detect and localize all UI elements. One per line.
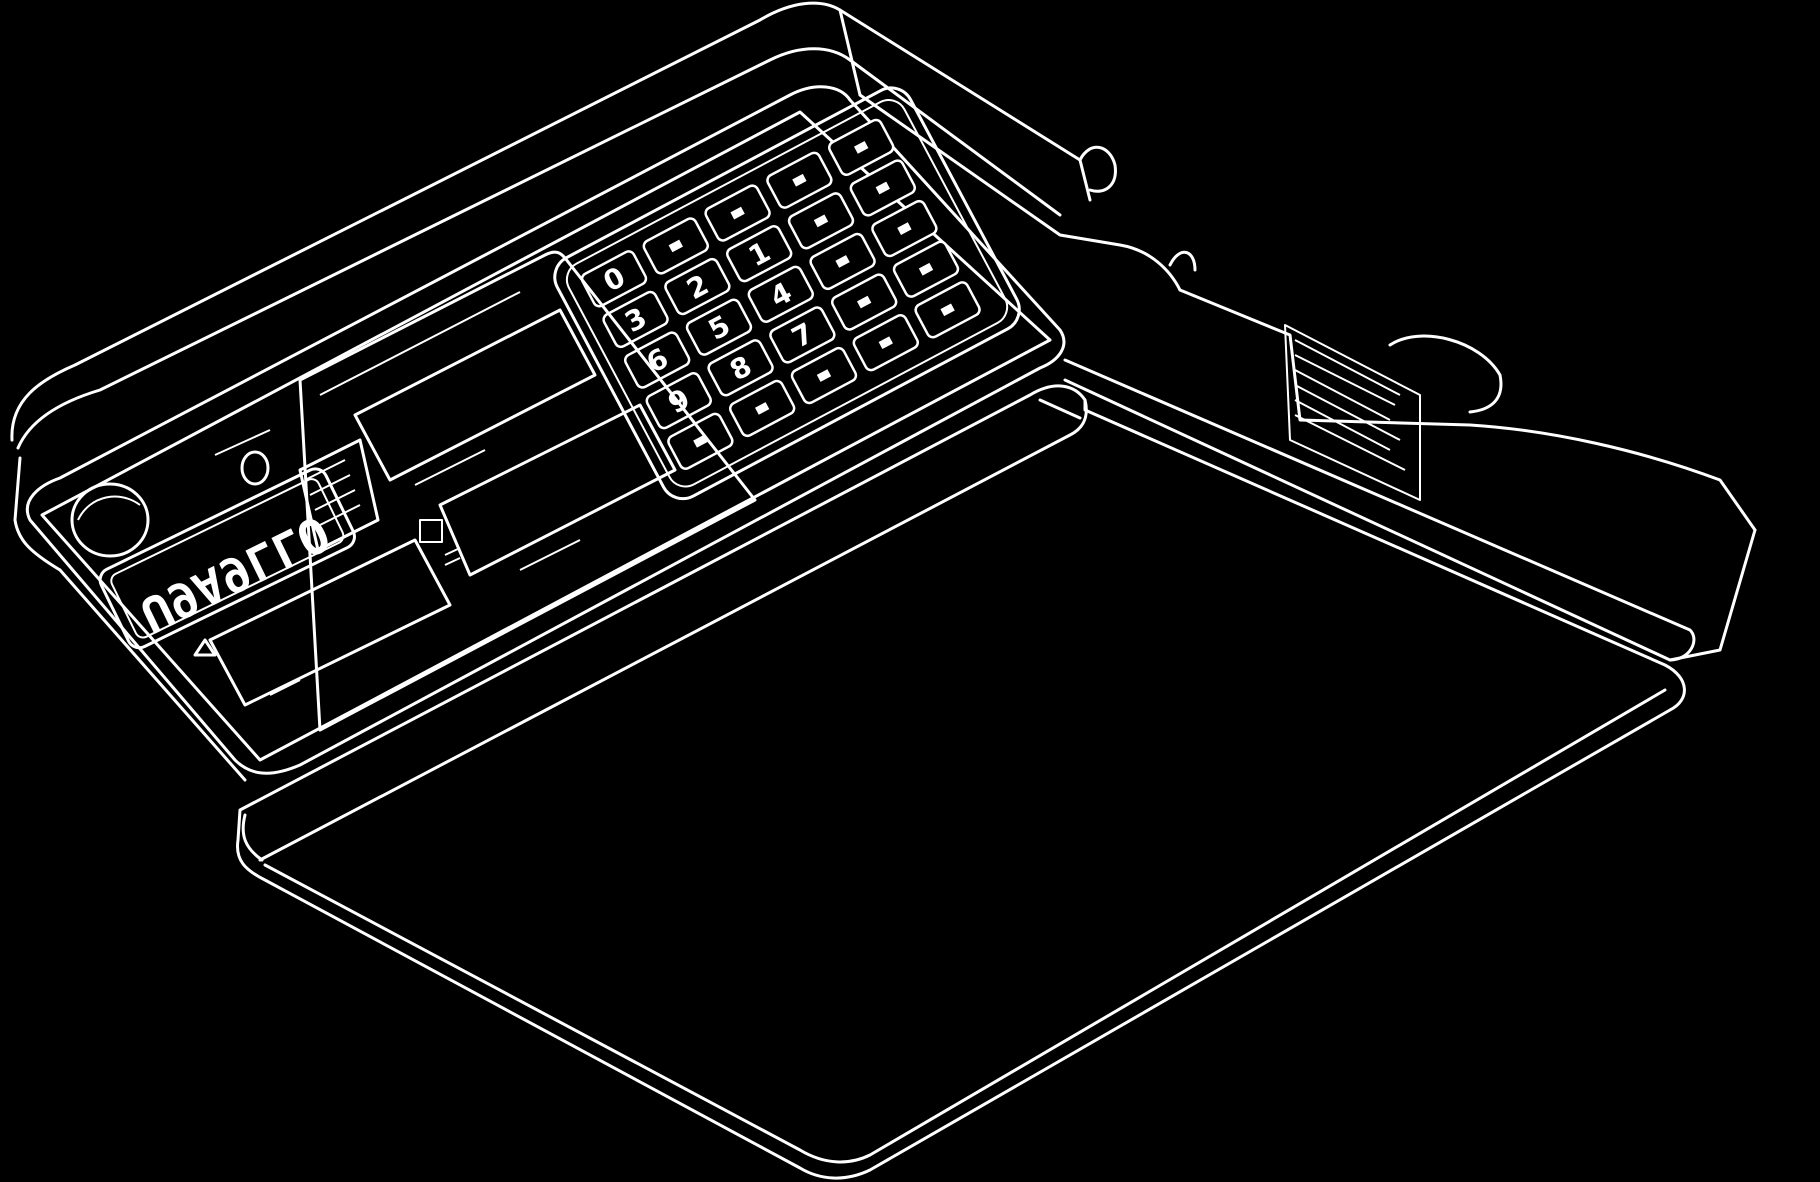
weighing-platform (235, 384, 1686, 1180)
keypad-key-glyph (792, 173, 807, 187)
keypad-key (685, 298, 753, 356)
arrow-marker (193, 519, 461, 657)
keypad-key-glyph (875, 181, 890, 195)
display-windows (208, 250, 757, 732)
indicator-column (298, 438, 380, 552)
keypad-key (602, 290, 669, 349)
keypad-key (623, 331, 691, 389)
readout-text: U9A9LLO (132, 504, 338, 643)
keypad-key (664, 257, 731, 316)
scale-housing (10, 1, 1757, 782)
keypad-key-glyph (897, 222, 912, 235)
keypad-key (580, 250, 648, 308)
keypad-key (769, 306, 836, 364)
keypad-key-glyph (940, 303, 955, 317)
keypad-key-glyph (816, 369, 832, 382)
keypad-key-glyph (857, 295, 872, 309)
keypad-key-glyph (835, 255, 850, 268)
keypad-key-glyph (754, 402, 770, 415)
console-panel (25, 85, 1066, 775)
keypad-key-glyph (878, 336, 893, 350)
keypad-key (707, 339, 774, 397)
keypad-key-glyph (854, 141, 869, 154)
keypad-key-glyph (730, 206, 745, 220)
keypad-key-glyph (918, 262, 934, 276)
keypad-key (725, 225, 793, 283)
keypad-key (747, 265, 814, 323)
keypad-key-glyph (693, 434, 708, 448)
keypad-key-glyph (813, 214, 829, 228)
brand-logo (70, 482, 150, 558)
indicator-light (214, 429, 271, 486)
keypad-key-glyph (668, 239, 683, 253)
